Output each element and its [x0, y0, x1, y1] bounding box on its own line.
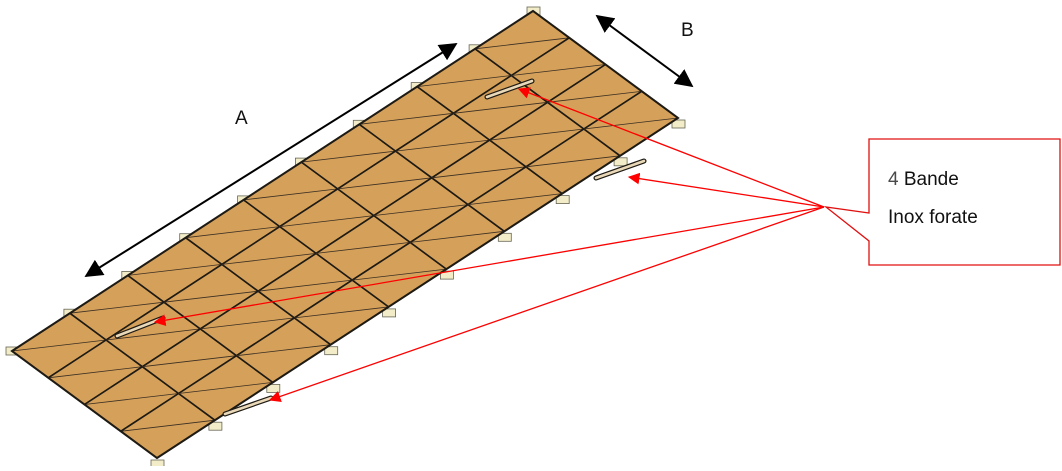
- callout-line-1: 4 Bande: [888, 169, 959, 190]
- panel-diagonal: [48, 366, 143, 379]
- panel-diagonal: [106, 328, 201, 341]
- panel-diagonal: [200, 317, 295, 330]
- callout-arrow-3: [153, 206, 825, 326]
- dimension-a-line: [84, 43, 458, 277]
- support-block-bottom-3: [324, 346, 339, 356]
- perforated-strip-2: [594, 159, 646, 180]
- callout-arrow-2: [627, 172, 825, 208]
- support-block-bottom-6: [497, 232, 512, 242]
- panel-diagonal: [547, 90, 642, 103]
- support-block-bottom-1: [208, 421, 223, 431]
- support-block-bottom-7: [555, 195, 570, 205]
- panel-diagonal: [468, 193, 563, 205]
- panel-diagonal: [11, 339, 107, 352]
- callout-arrow-1: [517, 87, 825, 208]
- callout-box: [823, 138, 1061, 266]
- panel-diagonal: [120, 419, 215, 432]
- panel-diagonal: [475, 37, 570, 50]
- panel-diagonal: [236, 344, 331, 357]
- dimension-b-label: B: [681, 20, 694, 41]
- panel-diagonal: [142, 355, 237, 368]
- panel-diagonal: [511, 64, 606, 76]
- panel-diagonal: [583, 117, 679, 130]
- perforated-strip-4: [223, 396, 273, 416]
- callout-count: 4: [888, 169, 899, 190]
- panel-diagonal: [84, 393, 179, 405]
- callout-line-1-rest: Bande: [899, 169, 959, 190]
- panel-diagonal: [294, 306, 389, 319]
- panel-diagonal: [178, 382, 273, 394]
- panel-diagonal: [525, 155, 621, 168]
- support-block-bottom-4: [382, 308, 397, 318]
- callout-arrow-4: [268, 206, 825, 403]
- callout-line-2: Inox forate: [888, 207, 978, 228]
- panel-diagonal: [69, 301, 165, 314]
- panel-diagonal: [258, 279, 353, 292]
- support-block-bottom-8: [613, 157, 628, 167]
- dimension-b-line: [595, 14, 694, 88]
- panel-diagonal: [489, 128, 584, 141]
- support-block-bottom-9: [671, 119, 686, 129]
- support-block-bottom-0: [150, 459, 165, 469]
- panel-diagonal: [453, 101, 548, 114]
- dimension-a-label: A: [235, 108, 248, 129]
- perforated-strip-1: [485, 79, 534, 99]
- panel-grid: [10, 9, 680, 460]
- panel-diagonal: [163, 290, 259, 303]
